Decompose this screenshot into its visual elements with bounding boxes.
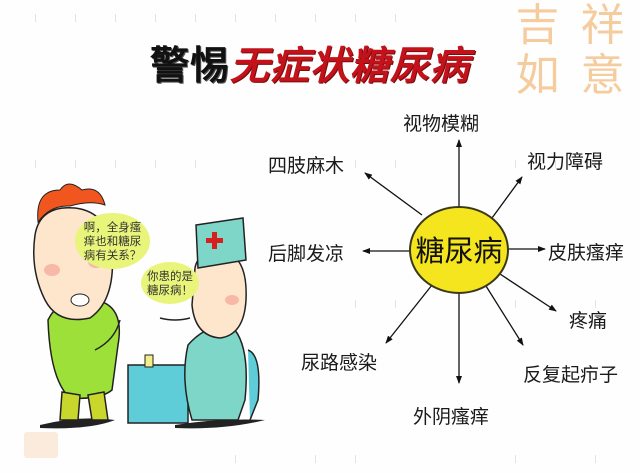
patient-speech-bubble: 啊，全身瘙 痒也和糖尿 病有关系？ [75,213,150,269]
hub-circle [409,206,509,294]
arrow-recurrent-boils [485,285,524,346]
speech-line: 痒也和糖尿 [83,234,142,248]
cartoon-illustration [33,183,265,429]
corner-watermark [24,432,58,458]
arrow-vision-impairment [491,176,523,219]
doctor-figure-icon [159,217,247,421]
title-topic: 无症状糖尿病 [230,44,471,89]
watermark-seal: 吉 祥 如 意 [505,2,635,102]
arrows [362,139,557,384]
symptom-urinary-infection: 尿路感染 [301,352,378,374]
chair-icon [247,349,260,421]
symptom-vulvar-itching: 外阴瘙痒 [413,406,490,428]
floor-shadow-icon [40,418,115,429]
doctor-speech-bubble: 你患的是 糖尿病！ [141,262,199,304]
title-warning: 警惕 [150,44,231,89]
arrow-pain [499,273,557,312]
arrow-limb-numbness [364,172,423,216]
seal-char: 意 [580,50,625,101]
red-cross-icon [206,232,223,249]
symptom-skin-itching: 皮肤瘙痒 [548,242,625,264]
pen-holder-icon [144,354,154,368]
symptom-vision-impairment: 视力障碍 [527,151,604,173]
speech-line: 你患的是 [147,269,193,283]
symptom-limb-numbness: 四肢麻木 [268,155,345,177]
speech-line: 糖尿病！ [147,283,193,297]
page-title: 警惕 无症状糖尿病 [150,38,471,89]
arrow-urinary-infection [385,284,433,344]
speech-line: 病有关系？ [83,248,142,262]
symptom-pain: 疼痛 [569,310,608,332]
desk-icon [127,364,189,424]
seal-char: 吉 [515,0,560,51]
hub-label: 糖尿病 [415,234,502,268]
symptom-blurred-vision: 视物模糊 [403,113,480,135]
symptom-recurrent-boils: 反复起疖子 [523,364,619,386]
symptom-cold-feet: 后脚发凉 [268,243,345,265]
seal-char: 祥 [580,0,625,51]
seal-char: 如 [515,50,560,101]
speech-line: 啊，全身瘙 [83,220,142,234]
floor-shadow-icon [175,419,265,429]
